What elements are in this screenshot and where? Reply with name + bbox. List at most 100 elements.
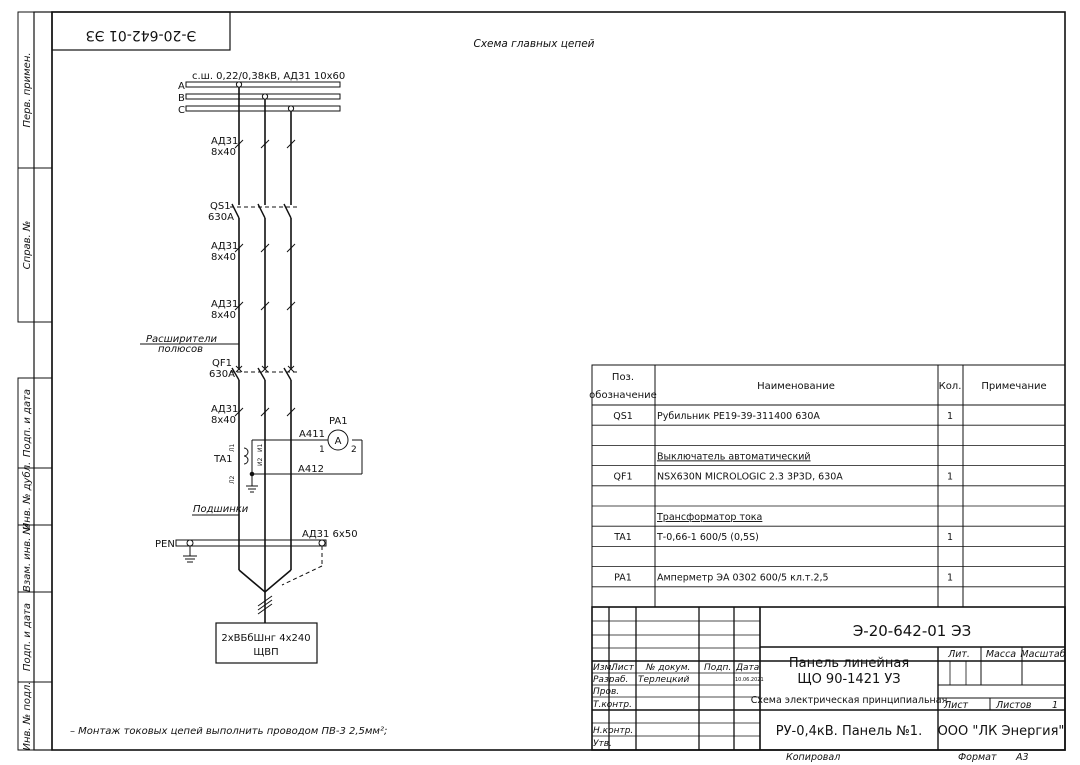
busbars [185, 81, 341, 112]
busbar-label: с.ш. 0,22/0,38кВ, АД31 10х60 [192, 71, 345, 82]
spec-header-name: Наименование [757, 381, 835, 392]
phase-b-label: B [178, 93, 185, 104]
pen-cable-label: АД31 6х50 [302, 529, 358, 540]
spec-header-qty: Кол. [939, 381, 962, 392]
cable-hatch-marks [234, 139, 296, 615]
product-code: ЩО 90-1421 УЗ [797, 672, 900, 687]
format-label: Формат [958, 752, 997, 763]
single-line-schematic [140, 81, 363, 664]
sheets-count: 1 [1052, 700, 1058, 711]
lit-header: Лит. [947, 649, 970, 660]
role-tech-control: Т.контр. [593, 700, 632, 710]
spec-header-note: Примечание [981, 381, 1046, 392]
outgoing-cable-type: 2хВБбШнг 4х240 [221, 633, 310, 644]
pa1-label: PA1 [329, 416, 348, 427]
spec-cell-qty: 1 [947, 411, 953, 422]
installation-note: – Монтаж токовых цепей выполнить проводо… [70, 726, 387, 737]
cable3-size: 8х40 [211, 310, 236, 321]
spec-cell-qty: 1 [947, 472, 953, 483]
ta-terminal-i1: И1 [257, 444, 264, 452]
ammeter-pin-2: 2 [351, 445, 357, 455]
role-developer: Разраб. [593, 675, 628, 685]
ta-terminal-l1: Л1 [229, 443, 236, 452]
wire-a412: А412 [298, 464, 324, 475]
col-header-date: Дата [735, 663, 759, 673]
product-name: Панель линейная [789, 656, 909, 671]
ammeter-symbol [327, 429, 349, 451]
sheets-label: Листов [995, 700, 1032, 711]
ammeter-letter: A [335, 436, 342, 447]
wire-a411: А411 [299, 429, 325, 440]
copied-label: Копировал [786, 752, 840, 763]
sheet-title: Схема главных цепей [473, 38, 594, 50]
company-name: ООО "ЛК Энергия" [938, 724, 1065, 739]
sheet-label: Лист [943, 700, 969, 711]
schematic-labels: с.ш. 0,22/0,38кВ, АД31 10х60 A B C АД31 … [146, 71, 358, 658]
spec-header-pos-2: обозначение [589, 390, 657, 401]
qf1-breaker-symbol [230, 365, 300, 381]
spec-cell-pos: TA1 [613, 532, 632, 543]
spec-cell-name: Амперметр ЭА 0302 600/5 кл.т.2,5 [657, 573, 829, 584]
cable4-type: АД31 [211, 404, 238, 415]
spec-cell-name: Выключатель автоматический [657, 451, 811, 462]
ammeter-pin-1: 1 [319, 445, 325, 455]
cable3-type: АД31 [211, 299, 238, 310]
col-header-doc-no: № докум. [645, 663, 690, 673]
phase-conductors [238, 87, 292, 623]
expanders-label-1: Расширители [146, 334, 218, 345]
role-approved: Утв. [593, 739, 612, 749]
spec-cell-name: Трансформатор тока [656, 512, 762, 523]
spec-table-header: Поз. обозначение Наименование Кол. Приме… [589, 372, 1046, 401]
stamp-code-rotated: Э-20-642-01 ЭЗ [86, 27, 197, 43]
side-stamp-labels: Перв. примен. Справ. № Подп. и дата Инв.… [21, 52, 33, 750]
col-header-change: Изм. [593, 663, 614, 673]
spec-cell-qty: 1 [947, 573, 953, 584]
pen-bar [175, 539, 327, 586]
spec-cell-pos: QF1 [614, 472, 633, 483]
side-label-reference: Справ. № [22, 221, 33, 270]
phase-a-label: A [178, 81, 185, 92]
col-header-sheet: Лист [610, 663, 635, 673]
developer-name: Терлецкий [638, 675, 689, 685]
spec-cell-pos: PA1 [614, 573, 632, 584]
ta-terminal-i2: И2 [257, 458, 264, 466]
role-norm-control: Н.контр. [593, 726, 633, 736]
pen-label: PEN [155, 539, 175, 550]
outgoing-cable-box [215, 622, 318, 664]
developer-date: 10.06.2021 [735, 677, 764, 683]
side-label-dup-inv: Инв. № дубл. [21, 462, 33, 530]
title-block-grid [591, 606, 1066, 751]
cable2-size: 8х40 [211, 252, 236, 263]
qf1-rating: 630А [209, 369, 235, 380]
object-name: РУ-0,4кВ. Панель №1. [776, 724, 922, 739]
scale-header: Масштаб [1020, 649, 1065, 660]
spec-cell-name: NSX630N MICROLOGIC 2.3 3P3D, 630А [657, 472, 843, 483]
ta1-label: TA1 [213, 454, 233, 465]
side-label-orig-inv: Инв. № подл. [22, 682, 33, 751]
expanders-label-2: полюсов [158, 344, 203, 355]
side-label-sign-date-2: Подп. и дата [22, 603, 33, 671]
spec-cell-qty: 1 [947, 532, 953, 543]
ta-terminal-l2: Л2 [229, 475, 236, 484]
qs1-label: QS1 [210, 201, 231, 212]
cable4-size: 8х40 [211, 415, 236, 426]
top-left-stamp [51, 11, 231, 51]
side-label-replace-inv: Взам. инв. № [22, 524, 33, 592]
bushings-label: Подшинки [193, 504, 249, 515]
qs1-switch-symbol [230, 203, 300, 219]
side-label-sign-date-1: Подп. и дата [22, 389, 33, 457]
outgoing-cable-dest: ЩВП [253, 647, 278, 658]
format-value: А3 [1015, 752, 1029, 763]
side-label-first-use: Перв. примен. [22, 52, 33, 127]
spec-header-pos-1: Поз. [612, 372, 634, 383]
doc-type: Схема электрическая принципиальная [751, 695, 948, 706]
col-header-sign: Подп. [704, 663, 731, 673]
title-block-text: Э-20-642-01 ЭЗ Изм. Лист № докум. Подп. … [593, 622, 1066, 763]
qf1-label: QF1 [212, 358, 232, 369]
cable1-type: АД31 [211, 136, 238, 147]
spec-cell-name: Рубильник РЕ19-39-311400 630А [657, 411, 820, 422]
mass-header: Масса [986, 649, 1016, 660]
role-checked: Пров. [593, 687, 619, 697]
current-transformer-circuit [243, 439, 363, 493]
